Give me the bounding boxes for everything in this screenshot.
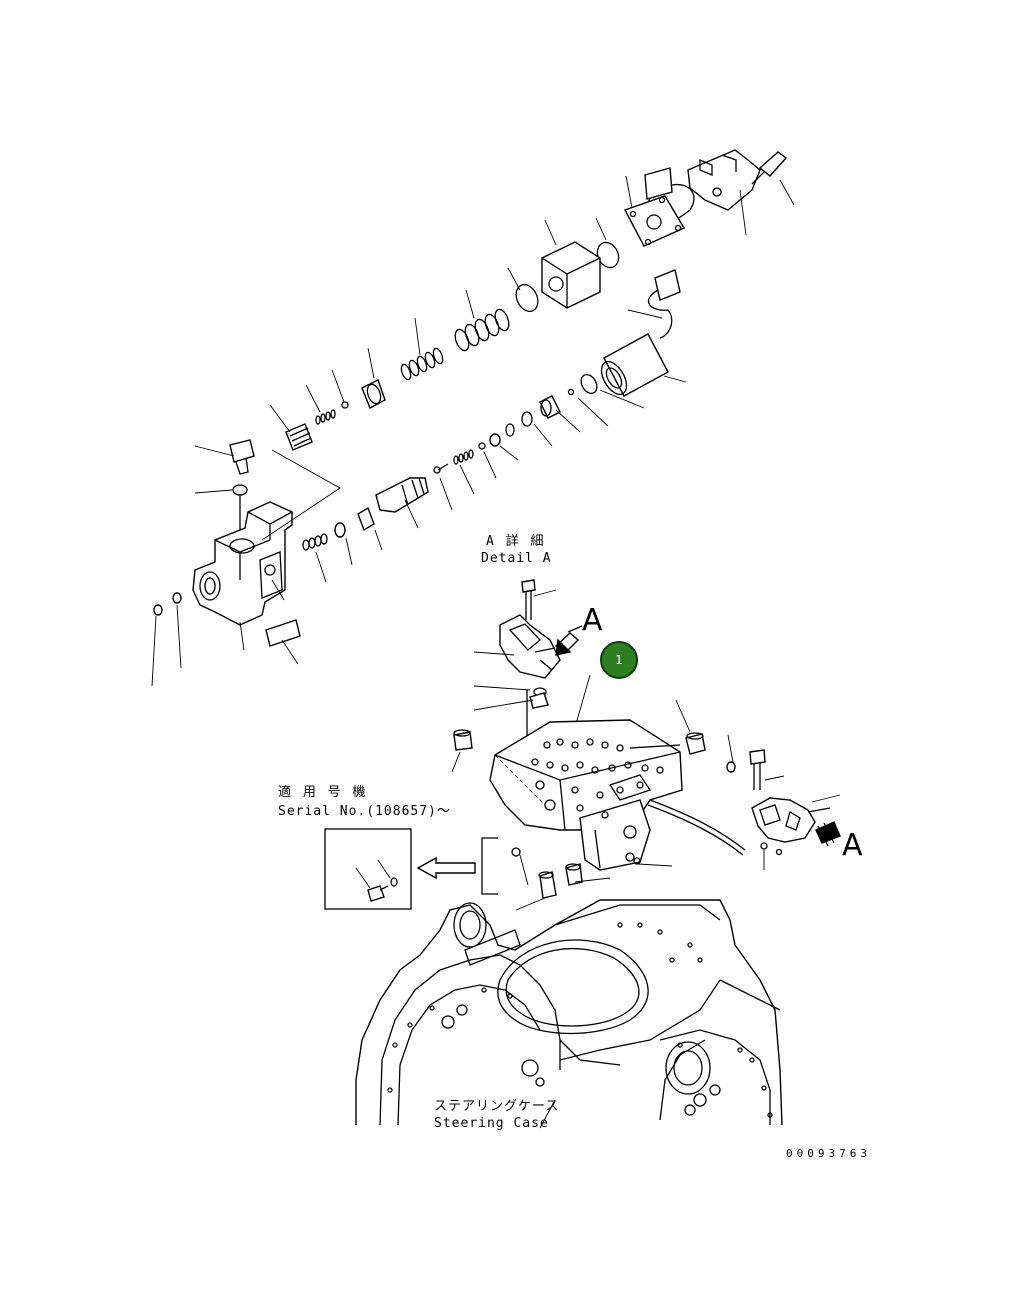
part-callout-badge[interactable]: 1 xyxy=(600,641,638,679)
drawing-number: 00093763 xyxy=(786,1147,871,1160)
serial-inset xyxy=(324,828,498,910)
callout-letter-right: A xyxy=(842,828,863,863)
steering-case xyxy=(355,899,783,1129)
middle-leader-lines xyxy=(451,589,841,911)
case-label-en: Steering Case xyxy=(434,1116,549,1131)
part-callout-number: 1 xyxy=(615,653,623,667)
detail-title-jp: A 詳 細 xyxy=(486,534,546,549)
case-label-jp: ステアリングケース xyxy=(434,1099,560,1114)
serial-label-jp: 適 用 号 機 xyxy=(278,785,368,800)
callout-letter-top: A xyxy=(582,603,603,638)
detail-title-en: Detail A xyxy=(481,551,552,566)
upper-valve-assembly xyxy=(153,149,788,647)
upper-leader-lines xyxy=(151,175,795,687)
serial-label-en: Serial No.(108657)〜 xyxy=(278,804,451,819)
control-valve-assembly xyxy=(453,579,841,899)
